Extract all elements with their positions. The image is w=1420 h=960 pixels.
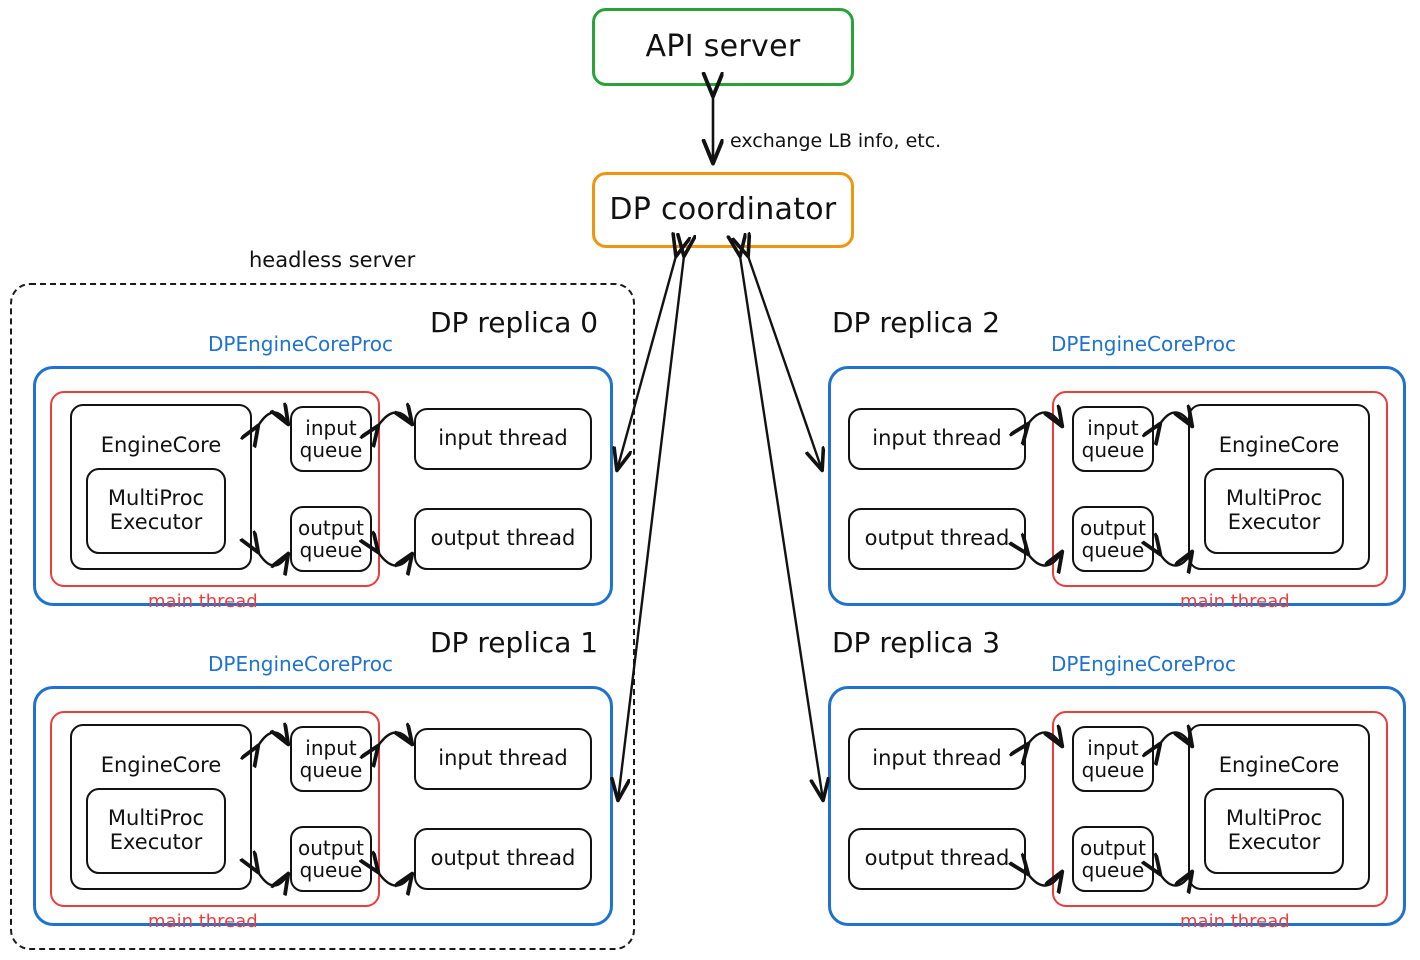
replica-0-input-thread-box[interactable]: input thread [414, 408, 592, 470]
replica-3-title: DP replica 3 [832, 626, 1001, 659]
replica-1-input-queue-box[interactable]: input queue [290, 726, 372, 792]
dp-coordinator-box[interactable]: DP coordinator [592, 172, 854, 248]
replica-0-output-queue-label-line1: output [298, 515, 364, 540]
replica-3-output-queue-box[interactable]: output queue [1072, 826, 1154, 892]
replica-0-input-queue-label-line1: input [305, 415, 357, 440]
replica-1-output-queue-box[interactable]: output queue [290, 826, 372, 892]
replica-0-input-thread-label: input thread [438, 426, 568, 451]
replica-3-executor-label-line2: Executor [1227, 829, 1321, 854]
connector-coordinator-to-replica-3 [740, 256, 823, 800]
replica-3-main-thread-frame [1052, 711, 1388, 907]
connector-coordinator-to-replica-2 [748, 256, 822, 470]
replica-2-executor-label-line2: Executor [1227, 509, 1321, 534]
replica-2-output-queue-box[interactable]: output queue [1072, 506, 1154, 572]
replica-1-input-thread-label: input thread [438, 746, 568, 771]
replica-3-output-thread-box[interactable]: output thread [848, 828, 1026, 890]
replica-3-output-queue-label-line1: output [1080, 835, 1146, 860]
replica-2-input-thread-box[interactable]: input thread [848, 408, 1026, 470]
replica-0-input-queue-label-line2: queue [299, 438, 363, 462]
replica-1-output-thread-box[interactable]: output thread [414, 828, 592, 890]
replica-3-output-thread-label: output thread [864, 846, 1010, 871]
replica-3-engine-core-label: EngineCore [1218, 753, 1340, 778]
replica-2-output-thread-label: output thread [864, 526, 1010, 551]
replica-2-input-queue-box[interactable]: input queue [1072, 406, 1154, 472]
replica-2-executor-label-line1: MultiProc [1225, 486, 1323, 511]
replica-3-input-queue-label-line2: queue [1081, 758, 1145, 782]
replica-3-input-queue-label-line1: input [1087, 735, 1139, 760]
replica-3-proc-label: DPEngineCoreProc [1051, 652, 1237, 676]
replica-1-title: DP replica 1 [430, 626, 599, 659]
replica-1-output-queue-label-line1: output [298, 835, 364, 860]
replica-3-output-queue-label-line2: queue [1081, 858, 1145, 882]
replica-2-main-thread-frame [1052, 391, 1388, 587]
replica-0-input-queue-box[interactable]: input queue [290, 406, 372, 472]
replica-3-main-thread-label: main thread [1180, 911, 1290, 932]
replica-0-main-thread-frame [50, 391, 380, 587]
replica-3-proc-frame [828, 686, 1406, 926]
api-server-box[interactable]: API server [592, 8, 854, 86]
replica-3-input-thread-label: input thread [872, 746, 1002, 771]
replica-1-executor-label-line2: Executor [109, 829, 203, 854]
replica-0-output-queue-box[interactable]: output queue [290, 506, 372, 572]
replica-1-output-queue-label-line2: queue [299, 858, 363, 882]
replica-3-input-thread-box[interactable]: input thread [848, 728, 1026, 790]
replica-1-engine-core-box[interactable]: EngineCore MultiProc Executor [70, 724, 252, 890]
api-server-label: API server [645, 29, 801, 65]
replica-0-output-queue-label-line2: queue [299, 538, 363, 562]
replica-0-title: DP replica 0 [430, 306, 599, 339]
replica-2-output-queue-label-line1: output [1080, 515, 1146, 540]
replica-1-executor-box[interactable]: MultiProc Executor [86, 787, 226, 874]
edge-label-exchange-lb-info: exchange LB info, etc. [730, 130, 942, 152]
replica-0-proc-label: DPEngineCoreProc [208, 332, 394, 356]
replica-0-main-thread-label: main thread [148, 591, 258, 612]
replica-2-input-queue-label-line2: queue [1081, 438, 1145, 462]
replica-1-input-queue-label-line2: queue [299, 758, 363, 782]
replica-1-engine-core-label: EngineCore [100, 753, 222, 778]
replica-2-engine-core-label: EngineCore [1218, 433, 1340, 458]
replica-0-output-thread-label: output thread [430, 526, 576, 551]
replica-0-engine-core-label: EngineCore [100, 433, 222, 458]
replica-3-engine-core-box[interactable]: EngineCore MultiProc Executor [1188, 724, 1370, 890]
replica-0-engine-core-box[interactable]: EngineCore MultiProc Executor [70, 404, 252, 570]
replica-0-executor-label-line1: MultiProc [107, 486, 205, 511]
replica-2-proc-label: DPEngineCoreProc [1051, 332, 1237, 356]
replica-2-input-queue-label-line1: input [1087, 415, 1139, 440]
replica-2-engine-core-box[interactable]: EngineCore MultiProc Executor [1188, 404, 1370, 570]
replica-2-output-queue-label-line2: queue [1081, 538, 1145, 562]
replica-2-title: DP replica 2 [832, 306, 1001, 339]
replica-3-input-queue-box[interactable]: input queue [1072, 726, 1154, 792]
replica-1-input-queue-label-line1: input [305, 735, 357, 760]
replica-0-output-thread-box[interactable]: output thread [414, 508, 592, 570]
replica-1-proc-frame [33, 686, 613, 926]
replica-1-executor-label-line1: MultiProc [107, 806, 205, 831]
dp-coordinator-label: DP coordinator [609, 192, 837, 228]
replica-1-input-thread-box[interactable]: input thread [414, 728, 592, 790]
replica-1-proc-label: DPEngineCoreProc [208, 652, 394, 676]
replica-3-executor-box[interactable]: MultiProc Executor [1204, 787, 1344, 874]
replica-3-executor-label-line1: MultiProc [1225, 806, 1323, 831]
replica-2-input-thread-label: input thread [872, 426, 1002, 451]
replica-1-main-thread-label: main thread [148, 911, 258, 932]
headless-server-label: headless server [249, 248, 416, 272]
replica-2-executor-box[interactable]: MultiProc Executor [1204, 467, 1344, 554]
replica-2-main-thread-label: main thread [1180, 591, 1290, 612]
replica-0-executor-label-line2: Executor [109, 509, 203, 534]
replica-2-output-thread-box[interactable]: output thread [848, 508, 1026, 570]
replica-1-main-thread-frame [50, 711, 380, 907]
replica-1-output-thread-label: output thread [430, 846, 576, 871]
replica-0-executor-box[interactable]: MultiProc Executor [86, 467, 226, 554]
